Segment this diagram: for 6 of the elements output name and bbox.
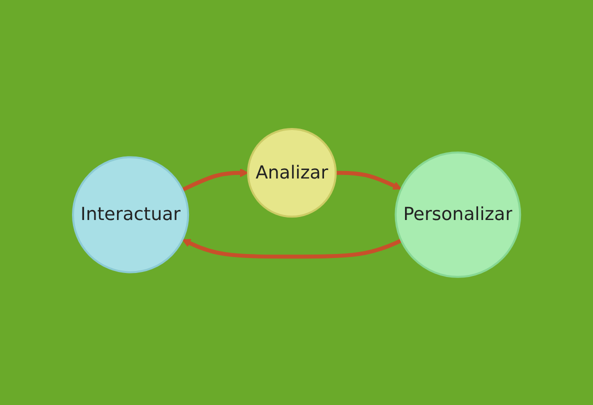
node-circle: Analizar — [247, 128, 337, 218]
node-circle: Personalizar — [394, 151, 522, 278]
arrow — [182, 238, 402, 258]
arrow — [182, 168, 248, 192]
node-circle: Interactuar — [72, 156, 190, 273]
arrow — [336, 170, 402, 190]
